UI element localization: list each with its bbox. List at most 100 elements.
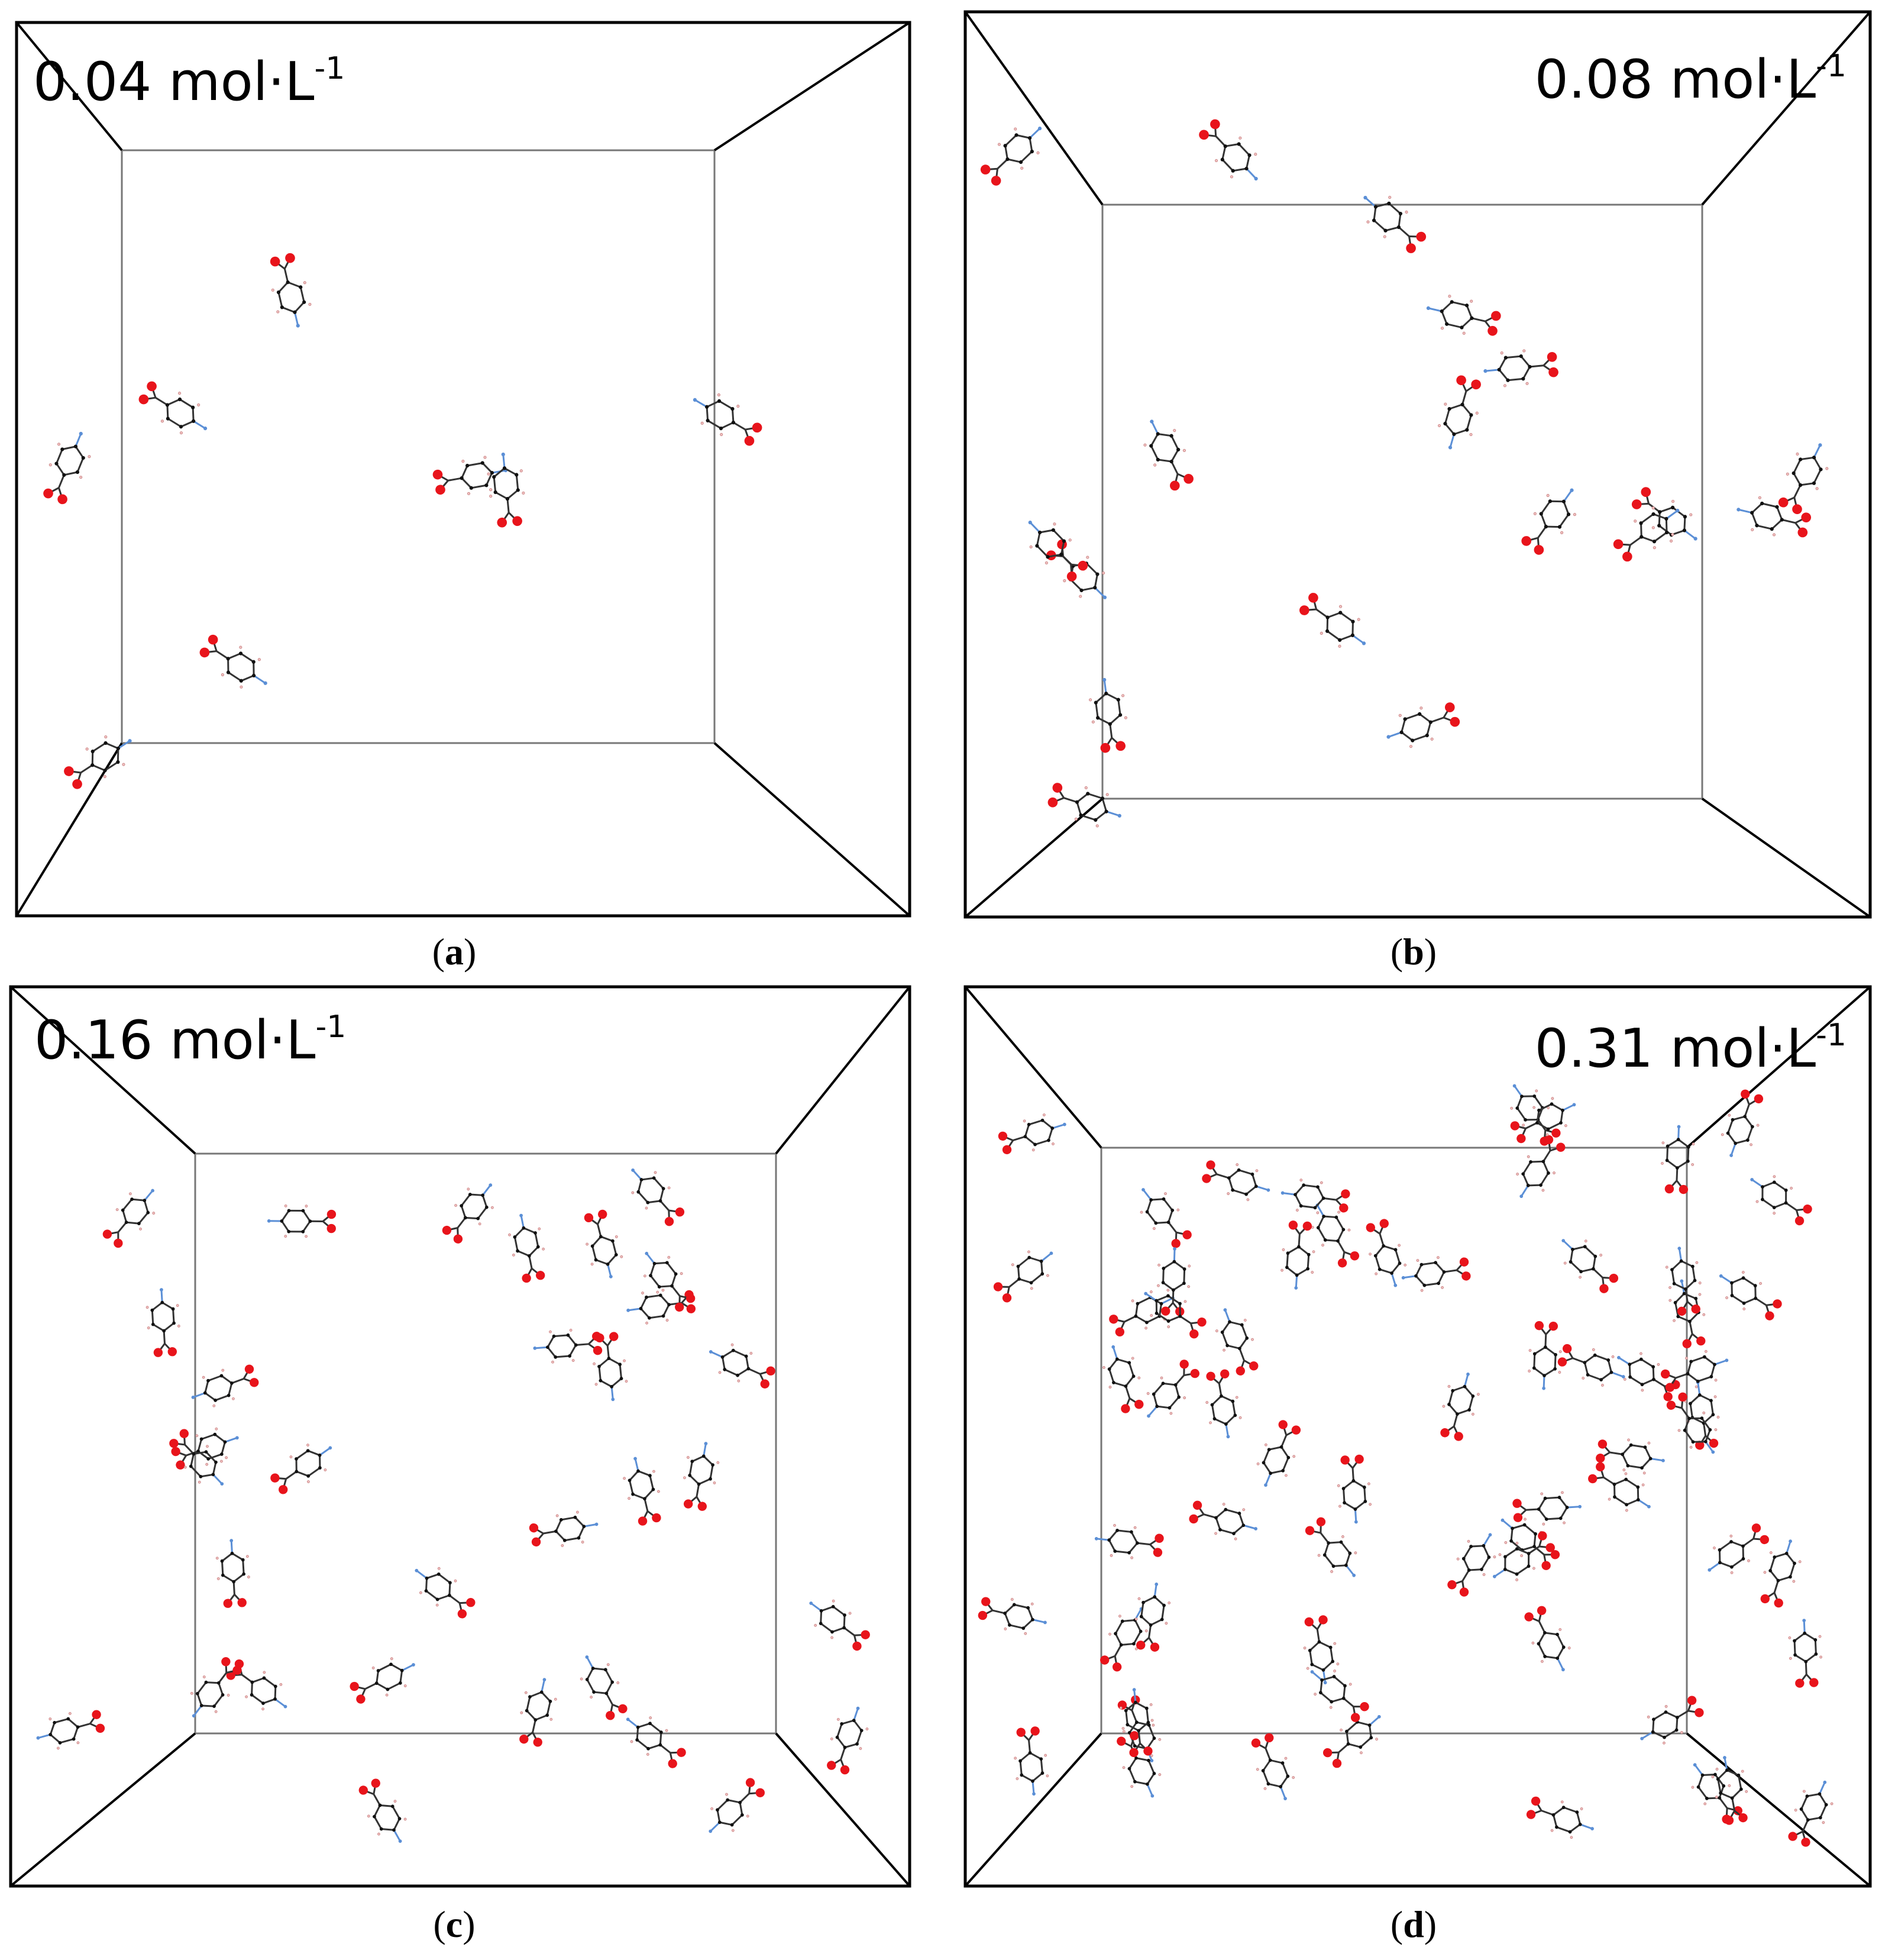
hydrogen-atom (1143, 443, 1147, 447)
hydrogen-atom (1698, 1293, 1702, 1296)
carbon-atom (1543, 1374, 1546, 1377)
hydrogen-atom (606, 1663, 610, 1667)
carbon-atom (1537, 1108, 1541, 1112)
carbon-atom (1306, 1267, 1310, 1271)
bond (1337, 1240, 1346, 1253)
hydrogen-atom (665, 1319, 669, 1322)
molecule (1668, 1279, 1706, 1348)
nitrogen-atom (633, 1457, 637, 1461)
hydrogen-atom (1169, 1412, 1173, 1415)
hydrogen-atom (1405, 210, 1408, 214)
molecule (1134, 1583, 1171, 1652)
bond (1684, 1289, 1689, 1302)
molecule (1516, 1135, 1566, 1198)
hydrogen-atom (616, 1681, 620, 1684)
bond (1540, 513, 1547, 527)
molecule (1046, 539, 1107, 599)
bond (1800, 456, 1815, 461)
hydrogen-atom (1601, 1384, 1604, 1387)
bond (1550, 500, 1564, 503)
hydrogen-atom (240, 685, 243, 689)
hydrogen-atom (1036, 151, 1040, 154)
carbon-atom (1686, 1159, 1690, 1163)
oxygen-atom (512, 516, 522, 527)
bond (1731, 1798, 1736, 1811)
carbon-atom (1414, 1274, 1418, 1278)
hydrogen-atom (520, 1711, 523, 1714)
carbon-atom (1788, 1575, 1792, 1579)
carbon-atom (1115, 1528, 1119, 1532)
hydrogen-atom (1119, 1706, 1123, 1710)
oxygen-atom (138, 394, 149, 405)
nitrogen-atom (1150, 419, 1154, 424)
nitrogen-atom (1647, 1504, 1651, 1509)
hydrogen-atom (661, 1289, 665, 1292)
carbon-atom (1237, 1168, 1241, 1172)
bond (1351, 621, 1354, 635)
bond (1560, 1110, 1564, 1123)
hydrogen-atom (1255, 1169, 1259, 1173)
carbon-atom (1214, 1516, 1218, 1520)
carbon-atom (1626, 1464, 1630, 1468)
bond (190, 1465, 202, 1477)
bond (1622, 1444, 1632, 1455)
bond (1641, 1378, 1654, 1386)
bond (1156, 1221, 1169, 1224)
bond (1296, 1268, 1308, 1276)
hydrogen-atom (1528, 1349, 1532, 1352)
bond (299, 287, 305, 303)
carbon-atom (1467, 1408, 1471, 1412)
hydrogen-atom (1063, 579, 1066, 583)
bond (1215, 135, 1226, 147)
hydrogen-atom (1124, 716, 1127, 719)
bond (1280, 1435, 1288, 1448)
bond (1687, 1373, 1699, 1383)
carbon-atom (1709, 1399, 1713, 1403)
carbon-atom (1543, 1655, 1547, 1658)
carbon-atom (1547, 1171, 1550, 1175)
carbon-atom (819, 1622, 823, 1626)
bond (190, 1454, 195, 1467)
bond (1231, 1401, 1236, 1416)
nitrogen-atom (693, 398, 697, 402)
nitrogen-atom (1561, 1239, 1566, 1242)
bond (1689, 1312, 1699, 1322)
bond (716, 1809, 721, 1823)
bond (1357, 1721, 1370, 1726)
bond (1117, 1358, 1130, 1364)
bond (554, 1334, 568, 1338)
bond (1352, 634, 1364, 644)
bond (1137, 1296, 1151, 1304)
bond (1677, 1315, 1690, 1323)
carbon-atom (1094, 818, 1098, 822)
bond (1214, 1417, 1227, 1425)
hydrogen-atom (284, 1204, 287, 1207)
hydrogen-atom (1527, 1155, 1530, 1158)
molecule (1337, 1454, 1372, 1524)
molecule (1719, 1271, 1782, 1320)
carbon-atom (1240, 1323, 1244, 1327)
nitrogen-atom (501, 452, 505, 457)
bond (632, 1169, 642, 1181)
bond (1109, 714, 1121, 725)
carbon-atom (1247, 153, 1252, 157)
caption-letter-d: d (1403, 1903, 1424, 1945)
bond (1294, 1194, 1302, 1207)
oxygen-atom (1115, 741, 1126, 751)
hydrogen-atom (1285, 1474, 1288, 1477)
bond (1611, 1371, 1624, 1378)
perspective-edge (775, 1732, 911, 1887)
oxygen-atom (1155, 1533, 1164, 1543)
bond (1754, 1286, 1757, 1299)
bond (1689, 1417, 1702, 1420)
nitrogen-atom (296, 324, 300, 328)
molecule (1588, 1462, 1651, 1512)
carbon-atom (1334, 1215, 1338, 1219)
carbon-atom (1658, 510, 1662, 514)
carbon-atom (306, 1449, 310, 1453)
oxygen-atom (1794, 1216, 1805, 1226)
bond (1323, 1197, 1337, 1201)
nitrogen-atom (203, 426, 208, 431)
nitrogen-atom (1280, 1191, 1285, 1195)
molecule (709, 1343, 775, 1389)
